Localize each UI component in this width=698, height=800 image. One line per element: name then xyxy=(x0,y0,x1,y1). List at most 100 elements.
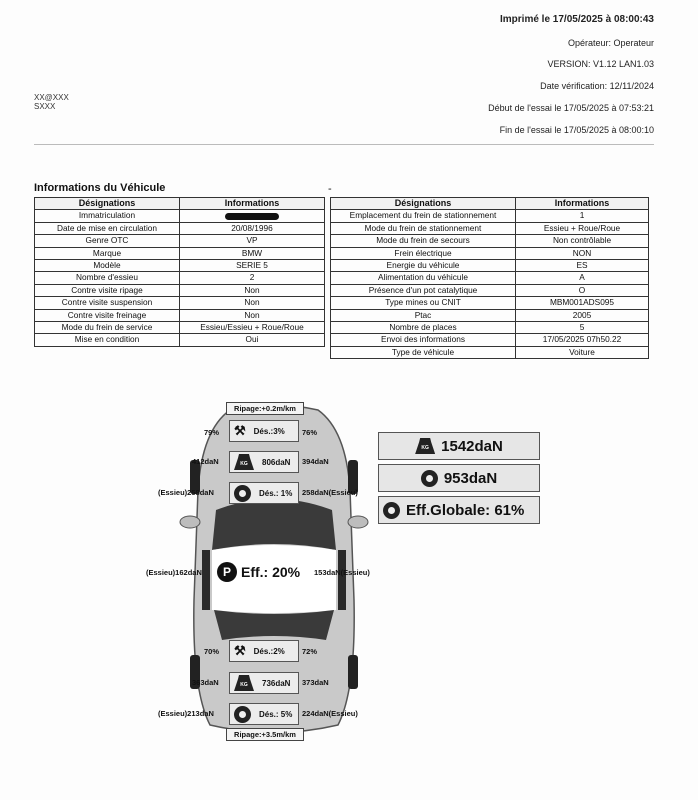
divider xyxy=(34,144,654,145)
row-label: Mode du frein de secours xyxy=(330,234,516,248)
test-start: Début de l'essai le 17/05/2025 à 07:53:2… xyxy=(488,103,654,113)
test-end: Fin de l'essai le 17/05/2025 à 08:00:10 xyxy=(499,125,654,135)
row-value: Essieu/Essieu + Roue/Roue xyxy=(179,321,325,335)
front-axle-weight: 806daN xyxy=(262,457,291,467)
operator-line: Opérateur: Operateur xyxy=(567,38,654,48)
center-email: XX@XXX xyxy=(34,93,69,102)
front-ripage: Ripage:+0.2m/km xyxy=(226,402,304,415)
brake-tool-icon: ⚒ xyxy=(234,423,246,438)
row-label: Modèle xyxy=(34,259,180,273)
row-value: Non contrôlable xyxy=(515,234,649,248)
row-value xyxy=(179,209,325,223)
verification-date: Date vérification: 12/11/2024 xyxy=(540,81,654,91)
brake-disc-icon xyxy=(234,705,251,723)
center-code: SXXX xyxy=(34,102,56,111)
parking-icon: P xyxy=(217,562,237,582)
vehicle-info-table-right: Désignations Informations Emplacement du… xyxy=(330,196,649,360)
row-label: Frein électrique xyxy=(330,246,516,261)
front-right-brake: 258daN(Essieu) xyxy=(302,488,358,497)
total-weight-box: KG 1542daN xyxy=(378,432,540,460)
redacted-plate xyxy=(225,212,279,220)
front-brake-imbalance: Dés.: 1% xyxy=(259,488,293,498)
park-efficiency: Eff.: 20% xyxy=(241,564,301,580)
row-label: Nombre de places xyxy=(330,321,516,335)
row-label: Emplacement du frein de stationnement xyxy=(330,209,516,223)
column-header: Désignations xyxy=(34,196,180,211)
total-brake-box: 953daN xyxy=(378,464,540,492)
front-right-efficiency: 76% xyxy=(302,428,318,437)
rear-right-weight: 373daN xyxy=(302,678,329,687)
rear-imbalance-cell: ⚒ Dés.:2% xyxy=(229,640,299,662)
row-value: 2 xyxy=(179,271,325,285)
row-label: Marque xyxy=(34,246,180,261)
rear-left-brake: (Essieu)213daN xyxy=(158,709,214,718)
version-line: VERSION: V1.12 LAN1.03 xyxy=(547,59,654,69)
row-label: Contre visite freinage xyxy=(34,308,180,323)
table-row: Immatriculation xyxy=(34,209,325,223)
section-title: Informations du Véhicule xyxy=(34,182,166,194)
row-value: BMW xyxy=(179,246,325,261)
front-imbalance: Dés.:3% xyxy=(253,426,285,436)
park-right-brake: 153daN(Essieu) xyxy=(314,568,370,577)
global-efficiency-box: Eff.Globale: 61% xyxy=(378,496,540,524)
rear-weight-cell: KG 736daN xyxy=(229,672,299,694)
brake-disc-icon xyxy=(234,484,251,502)
weight-icon: KG xyxy=(234,675,254,691)
separator-dash: - xyxy=(328,183,332,195)
row-label: Ptac xyxy=(330,308,516,323)
row-label: Mode du frein de stationnement xyxy=(330,221,516,236)
park-efficiency-cell: P Eff.: 20% xyxy=(217,560,313,584)
front-weight-cell: KG 806daN xyxy=(229,451,299,473)
rear-imbalance: Dés.:2% xyxy=(253,646,285,656)
row-label: Energie du véhicule xyxy=(330,259,516,273)
front-left-efficiency: 79% xyxy=(204,428,220,437)
row-value: NON xyxy=(515,246,649,261)
row-label: Type de véhicule xyxy=(330,345,516,360)
row-value: Non xyxy=(179,283,325,298)
row-label: Contre visite ripage xyxy=(34,283,180,298)
row-label: Mode du frein de service xyxy=(34,321,180,335)
rear-axle-weight: 736daN xyxy=(262,678,291,688)
rear-brake-cell: Dés.: 5% xyxy=(229,703,299,725)
front-brake-cell: Dés.: 1% xyxy=(229,482,299,504)
total-weight: 1542daN xyxy=(441,437,503,455)
row-value: Non xyxy=(179,296,325,310)
weight-icon: KG xyxy=(234,454,254,470)
brake-tool-icon: ⚒ xyxy=(234,643,246,658)
rear-left-efficiency: 70% xyxy=(204,647,220,656)
row-value: MBM001ADS095 xyxy=(515,296,649,310)
rear-ripage: Ripage:+3.5m/km xyxy=(226,728,304,741)
row-value: A xyxy=(515,271,649,285)
row-value: Essieu + Roue/Roue xyxy=(515,221,649,236)
park-left-brake: (Essieu)162daN xyxy=(146,568,202,577)
row-value: ES xyxy=(515,259,649,273)
row-label: Nombre d'essieu xyxy=(34,271,180,285)
row-value: 20/08/1996 xyxy=(179,221,325,236)
row-value: 1 xyxy=(515,209,649,223)
row-label: Genre OTC xyxy=(34,234,180,248)
column-header: Désignations xyxy=(330,196,516,211)
rear-left-weight: 363daN xyxy=(192,678,219,687)
front-imbalance-cell: ⚒ Dés.:3% xyxy=(229,420,299,442)
row-label: Alimentation du véhicule xyxy=(330,271,516,285)
row-value: SERIE 5 xyxy=(179,259,325,273)
rear-right-efficiency: 72% xyxy=(302,647,318,656)
row-value: Non xyxy=(179,308,325,323)
